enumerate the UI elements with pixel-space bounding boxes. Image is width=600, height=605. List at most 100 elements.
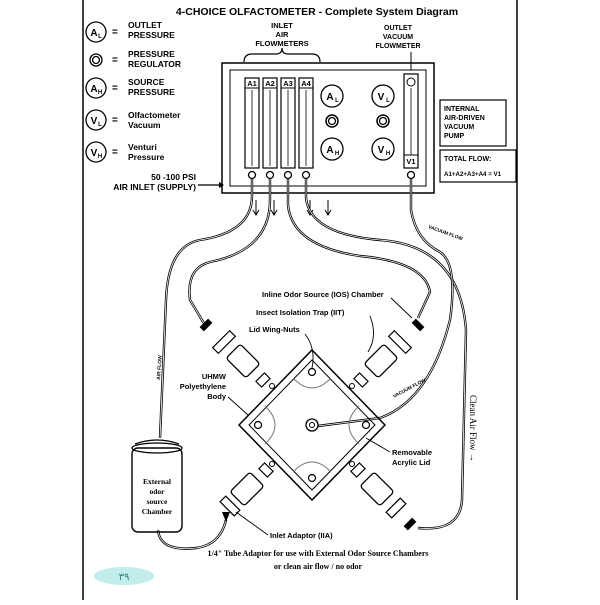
gauge-ah: A H	[320, 137, 344, 161]
wing-nut-icon	[253, 420, 263, 430]
callout-wingnuts-leader	[304, 333, 314, 369]
arena-lid	[248, 359, 376, 491]
legend-subscript: H	[98, 154, 102, 160]
source-pressure-gauge-icon	[320, 137, 344, 161]
callout-body-line: Body	[207, 392, 227, 401]
wing-nut-icon	[307, 473, 317, 483]
air-inlet-label: AIR INLET (SUPPLY)	[113, 182, 196, 192]
tube-fitting-icon	[411, 318, 425, 332]
air-inlet-pressure: 50 -100 PSI	[151, 172, 196, 182]
olfactometer-vacuum-gauge-icon	[85, 109, 107, 131]
vacuum-pump-box	[439, 99, 507, 147]
callout-body-line: Polyethylene	[180, 382, 226, 391]
gauge-al: A L	[320, 84, 344, 108]
page-number: ٣٩	[119, 572, 130, 583]
gauge-subscript: H	[335, 151, 339, 157]
flow-arrow-icon	[324, 200, 332, 216]
gauge-symbol: V	[378, 92, 385, 103]
ios-chamber-left	[199, 318, 271, 388]
legend-venturi-pressure: V H = Venturi Pressure	[85, 141, 165, 163]
callout-iit-leader	[367, 315, 374, 353]
ios-chamber-lower-right	[350, 462, 417, 531]
legend-label-line: PRESSURE	[128, 30, 175, 40]
inlet-flowmeters-label-line: AIR	[276, 30, 290, 39]
diagram-title: 4-CHOICE OLFACTOMETER - Complete System …	[176, 6, 458, 18]
external-chamber-label-line: odor	[150, 487, 166, 496]
callout-iit: Insect Isolation Trap (IIT)	[256, 308, 345, 317]
legend-equals: =	[112, 27, 118, 38]
tube-a2	[188, 179, 272, 326]
port-a4-icon	[301, 170, 311, 180]
flowmeter-tube	[298, 77, 314, 169]
total-flow-formula: A1+A2+A3+A4 = V1	[444, 171, 502, 178]
flowmeter-brace	[243, 47, 321, 63]
arena-body	[237, 348, 387, 502]
callout-body-leader	[227, 396, 249, 416]
callout-inlet-adaptor-leader	[235, 511, 269, 536]
venturi-pressure-gauge-icon	[371, 137, 395, 161]
outlet-flowmeter-label-line: FLOWMETER	[375, 43, 420, 50]
olfactometer-arena	[237, 348, 387, 502]
external-chamber-body	[131, 447, 183, 533]
clean-air-flow-label: Clean Air Flow →	[468, 395, 478, 462]
flowmeter-label: A2	[265, 79, 275, 88]
legend-label-line: Vacuum	[128, 120, 161, 130]
pump-label-line: AIR-DRIVEN	[444, 115, 485, 122]
legend: A L = OUTLET PRESSURE = PRESSURE REGULAT…	[85, 20, 181, 163]
ios-chamber-lower-left	[219, 462, 274, 522]
pressure-regulator-icon	[376, 114, 390, 128]
outlet-flowmeter-label-line: OUTLET	[384, 25, 413, 32]
outlet-pressure-gauge-icon	[85, 21, 107, 43]
tube-a1	[158, 179, 254, 439]
total-flow-heading: TOTAL FLOW:	[444, 156, 491, 163]
air-flow-label: AIR FLOW	[156, 355, 164, 380]
callout-lid-line: Acrylic Lid	[392, 458, 431, 467]
gauge-subscript: H	[386, 151, 390, 157]
flowmeter-v1: V1	[403, 73, 419, 169]
outlet-flowmeter-label-line: VACUUM	[383, 34, 413, 41]
inlet-flowmeters-label-line: INLET	[271, 21, 293, 30]
callout-lid-line: Removable	[392, 448, 432, 457]
port-a2-icon	[265, 170, 275, 180]
tube-external-return	[156, 519, 228, 550]
external-chamber-label-line: External	[143, 477, 171, 486]
legend-symbol: V	[91, 116, 98, 127]
legend-label-line: OUTLET	[128, 20, 163, 30]
legend-olfactometer-vacuum: V L = Olfactometer Vacuum	[85, 109, 181, 131]
port-a3-icon	[283, 170, 293, 180]
legend-equals: =	[112, 83, 118, 94]
flowmeter-a2: A2	[262, 77, 278, 169]
external-chamber-label-line: Chamber	[142, 507, 173, 516]
outlet-pressure-gauge-icon	[320, 84, 344, 108]
gauge-symbol: A	[326, 92, 333, 103]
flowmeter-a4: A4	[298, 77, 314, 169]
flow-arrow-icon	[270, 200, 278, 216]
vacuum-flow-label-mid: VACUUM FLOW	[392, 377, 427, 399]
ios-chamber-body	[226, 344, 260, 378]
legend-label-line: REGULATOR	[128, 59, 181, 69]
pressure-regulator-knob-icon	[91, 55, 101, 65]
inlet-adaptor-tip-icon	[222, 512, 230, 522]
legend-label-line: PRESSURE	[128, 87, 175, 97]
flowmeter-tube	[244, 77, 260, 169]
legend-equals: =	[112, 115, 118, 126]
callout-body-line: UHMW	[202, 372, 227, 381]
pressure-regulator-icon	[325, 114, 339, 128]
control-unit-inner-panel	[229, 69, 427, 187]
flowmeter-label: A4	[301, 79, 311, 88]
flowmeter-tube	[262, 77, 278, 169]
wing-nut-icon	[361, 420, 371, 430]
venturi-pressure-gauge-icon	[85, 141, 107, 163]
control-unit: A1 A2 A3 A4 V1	[221, 62, 435, 194]
legend-subscript: L	[98, 34, 102, 40]
gauge-vl: V L	[371, 84, 395, 108]
flowmeter-label: A3	[283, 79, 293, 88]
flowmeter-label: V1	[406, 157, 415, 166]
flowmeter-tube	[280, 77, 296, 169]
legend-label-line: PRESSURE	[128, 49, 175, 59]
legend-outlet-pressure: A L = OUTLET PRESSURE	[85, 20, 175, 43]
ios-chamber-body	[364, 344, 398, 378]
legend-symbol: V	[91, 148, 98, 159]
